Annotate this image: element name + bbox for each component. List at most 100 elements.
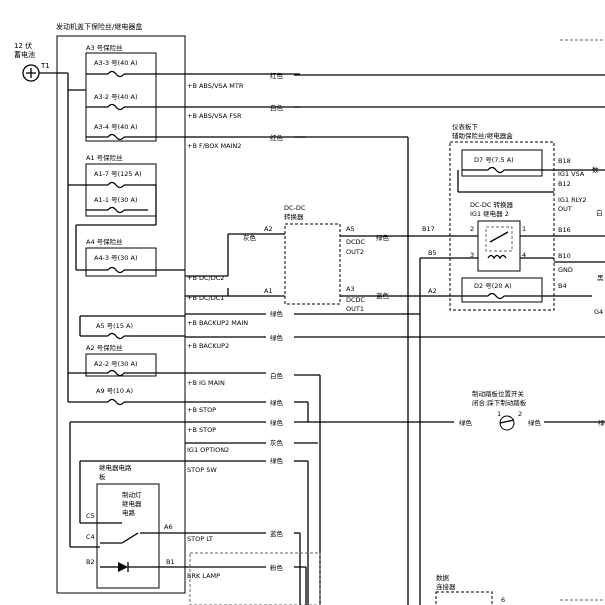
wire-color-gray-dcdc: 灰色 xyxy=(243,233,257,242)
brake-switch-pin2: 2 xyxy=(518,410,522,418)
dash-relay-pin2: 2 xyxy=(470,225,474,233)
dash-cut-d: G4 xyxy=(594,308,603,316)
wire-color-blue-stoplt: 蓝色 xyxy=(270,529,284,538)
dash-box-title: 仪表板下 xyxy=(452,122,479,131)
dash-pin-a2: A2 xyxy=(428,287,437,295)
dcdc-pin-a3: A3 xyxy=(346,285,355,293)
fuse-a5-label: A5 号(15 A) xyxy=(96,322,133,330)
dash-pin-b12: B12 xyxy=(558,180,571,188)
circuit-backup2: +B BACKUP2 xyxy=(187,342,229,350)
fuse-a4-3-label: A4-3 号(30 A) xyxy=(94,254,138,262)
relay-pin-b2: B2 xyxy=(86,558,95,566)
circuit-abs-vsa-mtr: +B ABS/VSA MTR xyxy=(187,82,244,90)
fuse-a3-4-label: A3-4 号(40 A) xyxy=(94,123,138,131)
fuse-a3-3-label: A3-3 号(40 A) xyxy=(94,59,138,67)
dcdc-out1-b: OUT1 xyxy=(346,305,364,313)
battery-label-2: 蓄电池 xyxy=(14,50,35,59)
fuse-a4-group-label: A4 号保险丝 xyxy=(86,237,123,246)
fuse-a3-3-icon xyxy=(107,70,125,78)
relay-pin-c5: C5 xyxy=(86,512,95,520)
dash-pin-b4: B4 xyxy=(558,282,567,290)
dash-relay-pin4: 4 xyxy=(522,251,526,259)
fuse-a2-2-icon xyxy=(107,369,125,377)
dash-fuse-box xyxy=(449,141,555,311)
wire-color-pink-brk: 粉色 xyxy=(270,563,284,572)
dash-ig1-vsa: IG1 VSA xyxy=(558,170,585,178)
relay-pin-b1: B1 xyxy=(166,558,175,566)
dcdc-out1: DCDC xyxy=(346,296,366,304)
dash-pin-b16: B16 xyxy=(558,226,571,234)
dcdc-out2: DCDC xyxy=(346,238,366,246)
fuse-a3-4-icon xyxy=(107,133,125,141)
wire-color-gray-ig1: 灰色 xyxy=(270,438,284,447)
relay-circuit-title-2: 板 xyxy=(99,472,106,481)
dcdc-converter-box xyxy=(284,223,341,305)
brake-relay-label-3: 电路 xyxy=(122,508,136,517)
wire-color-blue-dcdc: 蓝色 xyxy=(376,291,390,300)
fuse-a1-group-label: A1 号保险丝 xyxy=(86,153,123,162)
relay-pin-c4: C4 xyxy=(86,533,95,541)
dash-pin-b10: B10 xyxy=(558,252,571,260)
dash-pin-b18: B18 xyxy=(558,157,571,165)
dash-relay-title: DC-DC 转换器 xyxy=(470,200,513,209)
dash-pin-b5: B5 xyxy=(428,249,437,257)
fuse-d7-label: D7 号(7.5 A) xyxy=(474,156,514,164)
fuse-a3-2-label: A3-2 号(40 A) xyxy=(94,93,138,101)
battery: 12 伏 蓄电池 T1 xyxy=(14,41,50,82)
circuit-brk-lamp: BRK LAMP xyxy=(187,572,220,580)
battery-label: 12 伏 xyxy=(14,41,32,50)
brake-switch-cut: 绿 xyxy=(598,418,605,427)
dash-cut-a: 数 xyxy=(592,165,599,174)
fuse-a1-1-label: A1-1 号(30 A) xyxy=(94,196,138,204)
brake-relay-label-2: 继电器 xyxy=(122,499,142,508)
data-connector-box xyxy=(435,591,493,605)
circuit-stop-lt: STOP LT xyxy=(187,535,213,543)
fuse-a2-2-label: A2-2 号(30 A) xyxy=(94,360,138,368)
fuse-a9-label: A9 号(10 A) xyxy=(96,387,133,395)
brake-switch-pin1: 1 xyxy=(497,410,501,418)
fuse-d2-icon xyxy=(487,292,505,300)
wire-color-white-1: 白色 xyxy=(270,103,284,112)
dcdc-title: DC-DC xyxy=(284,204,306,212)
relay-pin-a6: A6 xyxy=(164,523,173,531)
dash-out: OUT xyxy=(558,205,572,213)
circuit-abs-vsa-fsr: +B ABS/VSA FSR xyxy=(187,112,242,120)
dash-gnd: GND xyxy=(558,266,573,274)
brake-lamp-diode-icon xyxy=(118,562,128,572)
wire-color-green-dc1: 绿色 xyxy=(270,309,284,318)
circuit-ig1-option2: IG1 OPTION2 xyxy=(187,446,229,454)
wire-color-green-stop1: 绿色 xyxy=(270,398,284,407)
fuse-a5-icon xyxy=(107,332,125,340)
dash-ig1-rly2: IG1 RLY2 xyxy=(558,196,587,204)
dcdc-pin-a1: A1 xyxy=(264,287,273,295)
dcdc-pin-a2: A2 xyxy=(264,225,273,233)
dash-relay-pin3: 3 xyxy=(470,251,474,259)
battery-terminal: T1 xyxy=(40,62,50,70)
dash-relay-pin1: 1 xyxy=(522,225,526,233)
wire-color-green-stop2: 绿色 xyxy=(270,418,284,427)
brake-relay-label: 制动灯 xyxy=(122,490,142,499)
fuse-d7-icon xyxy=(487,166,505,174)
fuse-a9-icon xyxy=(107,398,125,406)
data-connector-title: 数据 xyxy=(436,573,450,582)
fuse-a3-2-icon xyxy=(107,103,125,111)
dcdc-out2-b: OUT2 xyxy=(346,248,364,256)
fuse-a4-3-icon xyxy=(107,266,125,274)
fuse-a1-1-icon xyxy=(107,206,125,214)
wire-color-red-1: 红色 xyxy=(270,71,284,80)
fuse-d2-label: D2 号(20 A) xyxy=(474,282,512,290)
dcdc-pin-a5: A5 xyxy=(346,225,355,233)
dash-pin-b17: B17 xyxy=(422,225,435,233)
circuit-fbox-main2: +B F/BOX MAIN2 xyxy=(187,142,241,150)
wire-color-green-backup: 绿色 xyxy=(270,333,284,342)
circuit-dc-dc1: +B DC/DC1 xyxy=(187,294,224,302)
fuse-a1-7-label: A1-7 号(125 A) xyxy=(94,170,142,178)
circuit-stop-1: +B STOP xyxy=(187,406,216,414)
dash-cut-b: 白 xyxy=(596,208,603,217)
wire-color-green-sw-out: 绿色 xyxy=(528,418,542,427)
data-connector-pin6: 6 xyxy=(501,596,505,604)
circuit-stop-sw: STOP SW xyxy=(187,466,217,474)
fuse-box-title: 发动机盖下保险丝/继电器盒 xyxy=(56,22,142,31)
fuse-a1-7-icon xyxy=(107,181,125,189)
